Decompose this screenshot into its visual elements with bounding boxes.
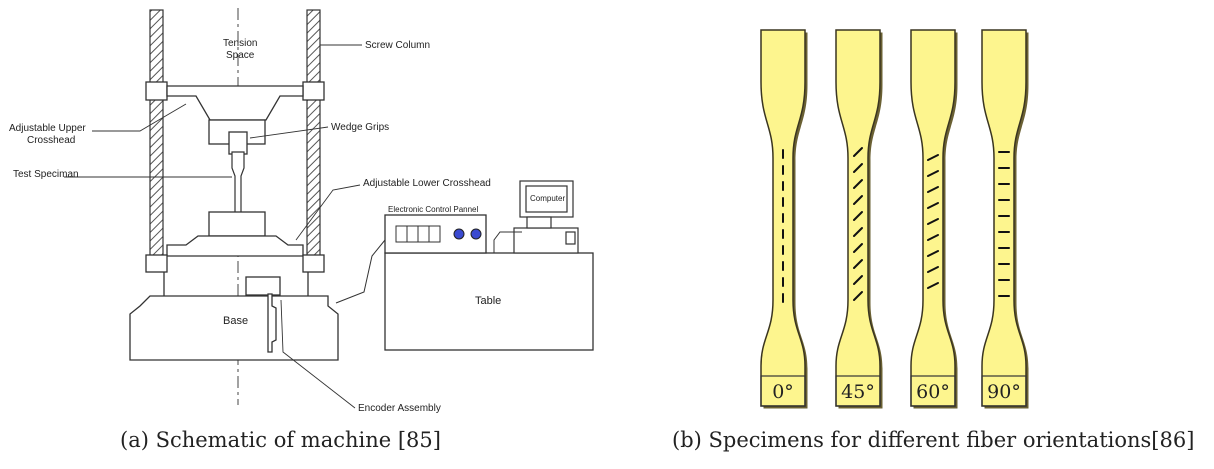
label-upper-crosshead-1: Adjustable Upper bbox=[9, 123, 86, 134]
label-table: Table bbox=[475, 295, 501, 307]
label-base: Base bbox=[223, 315, 248, 327]
label-upper-crosshead-2: Crosshead bbox=[27, 135, 75, 146]
angle-label-90: 90° bbox=[987, 381, 1021, 403]
label-test-specimen: Test Speciman bbox=[13, 169, 79, 180]
computer bbox=[513, 180, 579, 254]
label-control-panel: Electronic Control Pannel bbox=[388, 205, 478, 214]
label-encoder: Encoder Assembly bbox=[358, 403, 441, 414]
table-body bbox=[384, 252, 594, 351]
specimen-0: 0° bbox=[760, 29, 808, 409]
fiber-marks-90 bbox=[998, 151, 1010, 297]
label-screw-column: Screw Column bbox=[365, 40, 430, 51]
upper-wedge-grip bbox=[208, 119, 266, 155]
upper-crosshead bbox=[145, 81, 325, 121]
machine-schematic: Tension Space Screw Column Adjustable Up… bbox=[9, 8, 594, 414]
lower-crosshead bbox=[145, 235, 325, 273]
label-wedge-grips: Wedge Grips bbox=[331, 122, 389, 133]
fiber-marks-45 bbox=[853, 147, 863, 301]
machine-base bbox=[129, 272, 339, 361]
specimen-60: 60° bbox=[910, 29, 958, 409]
specimen-90: 90° bbox=[981, 29, 1029, 409]
caption-b: (b) Specimens for different fiber orient… bbox=[672, 428, 1195, 452]
fiber-marks-60 bbox=[927, 154, 939, 289]
label-lower-crosshead: Adjustable Lower Crosshead bbox=[363, 178, 491, 189]
label-space: Space bbox=[226, 50, 255, 61]
specimen-45: 45° bbox=[835, 29, 883, 409]
label-tension: Tension bbox=[223, 38, 257, 49]
caption-a: (a) Schematic of machine [85] bbox=[120, 428, 441, 452]
specimens-figure: 0° 45° 60° bbox=[760, 29, 1029, 409]
angle-label-45: 45° bbox=[841, 381, 875, 403]
control-panel bbox=[384, 214, 487, 254]
label-computer: Computer bbox=[530, 194, 565, 203]
angle-label-0: 0° bbox=[772, 381, 794, 403]
angle-label-60: 60° bbox=[916, 381, 950, 403]
lower-wedge-grip bbox=[208, 211, 266, 237]
screw-column-left bbox=[149, 9, 164, 261]
